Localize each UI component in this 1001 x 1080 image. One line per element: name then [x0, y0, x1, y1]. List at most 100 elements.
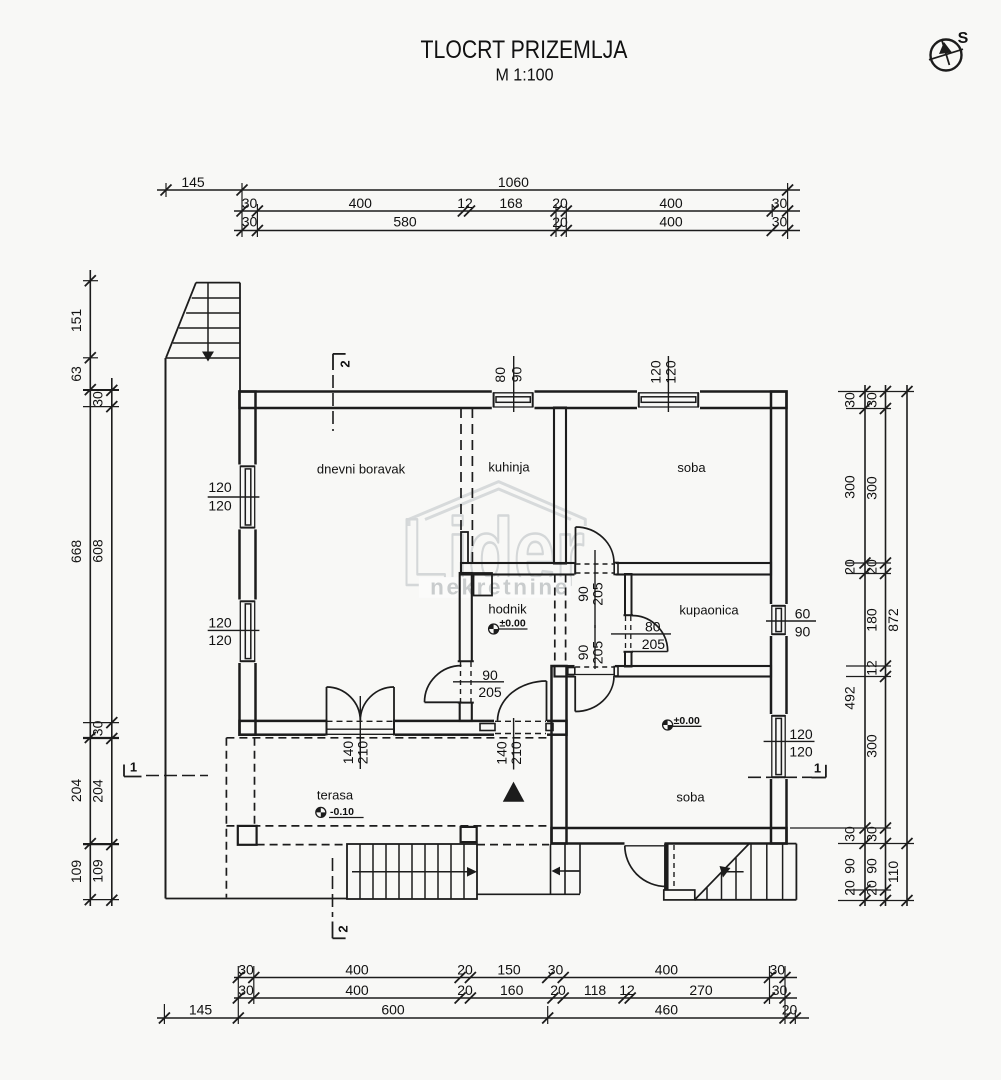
svg-text:168: 168 [499, 195, 523, 211]
svg-text:20: 20 [550, 982, 566, 998]
svg-text:dnevni boravak: dnevni boravak [317, 462, 406, 477]
svg-text:110: 110 [885, 861, 901, 884]
svg-text:210: 210 [355, 741, 371, 765]
svg-text:210: 210 [508, 741, 524, 765]
svg-text:90: 90 [482, 667, 498, 683]
svg-text:205: 205 [478, 684, 502, 700]
svg-text:20: 20 [552, 195, 568, 211]
svg-text:30: 30 [548, 962, 564, 978]
svg-text:63: 63 [68, 366, 84, 382]
svg-text:30: 30 [238, 962, 254, 978]
svg-text:204: 204 [90, 779, 106, 803]
svg-text:400: 400 [345, 962, 369, 978]
svg-text:M 1:100: M 1:100 [495, 65, 553, 85]
svg-text:1: 1 [130, 760, 137, 775]
svg-text:140: 140 [340, 741, 356, 765]
svg-text:±0.00: ±0.00 [500, 618, 526, 630]
svg-text:160: 160 [500, 982, 524, 998]
svg-text:90: 90 [509, 367, 525, 383]
svg-text:30: 30 [242, 214, 258, 230]
svg-text:12: 12 [457, 195, 473, 211]
svg-text:1: 1 [814, 761, 821, 776]
svg-text:400: 400 [345, 982, 369, 998]
svg-text:300: 300 [842, 475, 858, 499]
svg-text:600: 600 [381, 1002, 405, 1018]
svg-text:90: 90 [575, 586, 591, 602]
svg-text:205: 205 [590, 641, 606, 665]
svg-text:kupaonica: kupaonica [679, 603, 739, 618]
svg-text:20: 20 [842, 880, 858, 896]
svg-text:80: 80 [645, 619, 661, 635]
svg-text:120: 120 [208, 615, 232, 631]
svg-text:120: 120 [663, 360, 679, 384]
svg-text:205: 205 [590, 582, 606, 606]
svg-text:20: 20 [552, 214, 568, 230]
svg-text:2: 2 [338, 360, 353, 367]
svg-text:soba: soba [677, 460, 706, 475]
svg-text:terasa: terasa [317, 788, 354, 803]
svg-text:400: 400 [655, 962, 679, 978]
svg-text:90: 90 [795, 624, 811, 640]
svg-text:nekretnine: nekretnine [430, 574, 570, 599]
svg-text:872: 872 [885, 608, 901, 632]
svg-text:668: 668 [68, 540, 84, 564]
svg-text:-0.10: -0.10 [330, 806, 354, 818]
svg-text:60: 60 [795, 606, 811, 622]
svg-text:80: 80 [492, 367, 508, 383]
svg-text:TLOCRT PRIZEMLJA: TLOCRT PRIZEMLJA [421, 35, 628, 63]
svg-text:20: 20 [864, 880, 880, 896]
svg-text:145: 145 [181, 174, 205, 190]
svg-text:20: 20 [864, 559, 880, 575]
svg-text:90: 90 [864, 858, 880, 874]
svg-text:140: 140 [494, 741, 510, 765]
svg-text:145: 145 [189, 1002, 213, 1018]
svg-text:400: 400 [349, 195, 373, 211]
svg-text:120: 120 [208, 632, 232, 648]
svg-text:150: 150 [497, 962, 521, 978]
svg-text:118: 118 [584, 982, 607, 998]
svg-text:120: 120 [208, 498, 232, 514]
svg-text:30: 30 [772, 982, 788, 998]
svg-text:400: 400 [659, 195, 683, 211]
svg-text:20: 20 [782, 1002, 798, 1018]
svg-text:492: 492 [842, 686, 858, 710]
svg-text:151: 151 [68, 309, 84, 333]
svg-text:204: 204 [68, 779, 84, 803]
svg-text:300: 300 [864, 734, 880, 758]
svg-text:1060: 1060 [498, 174, 529, 190]
svg-text:109: 109 [90, 859, 106, 883]
svg-text:120: 120 [208, 479, 232, 495]
svg-text:90: 90 [842, 858, 858, 874]
svg-text:20: 20 [457, 982, 473, 998]
svg-text:460: 460 [655, 1002, 679, 1018]
svg-text:±0.00: ±0.00 [674, 715, 700, 727]
svg-text:2: 2 [336, 925, 351, 932]
svg-text:hodnik: hodnik [488, 602, 527, 617]
svg-text:30: 30 [772, 214, 788, 230]
svg-text:120: 120 [789, 726, 813, 742]
svg-text:12: 12 [864, 660, 880, 676]
svg-text:12: 12 [619, 982, 635, 998]
svg-text:soba: soba [676, 790, 705, 805]
svg-text:300: 300 [864, 476, 880, 500]
svg-text:120: 120 [647, 360, 663, 384]
svg-text:30: 30 [90, 391, 106, 407]
svg-text:90: 90 [575, 645, 591, 661]
svg-text:180: 180 [864, 608, 880, 632]
svg-text:30: 30 [864, 826, 880, 842]
svg-text:608: 608 [90, 539, 106, 563]
svg-text:30: 30 [90, 720, 106, 736]
svg-text:30: 30 [242, 195, 258, 211]
svg-text:20: 20 [842, 559, 858, 575]
svg-text:S: S [958, 30, 969, 47]
svg-text:kuhinja: kuhinja [488, 460, 530, 475]
svg-text:30: 30 [842, 392, 858, 408]
svg-text:30: 30 [770, 962, 786, 978]
svg-text:270: 270 [689, 982, 713, 998]
svg-text:30: 30 [772, 195, 788, 211]
svg-text:400: 400 [659, 214, 683, 230]
svg-text:30: 30 [238, 982, 254, 998]
svg-text:109: 109 [68, 860, 84, 884]
svg-text:120: 120 [789, 744, 813, 760]
svg-text:20: 20 [457, 962, 473, 978]
